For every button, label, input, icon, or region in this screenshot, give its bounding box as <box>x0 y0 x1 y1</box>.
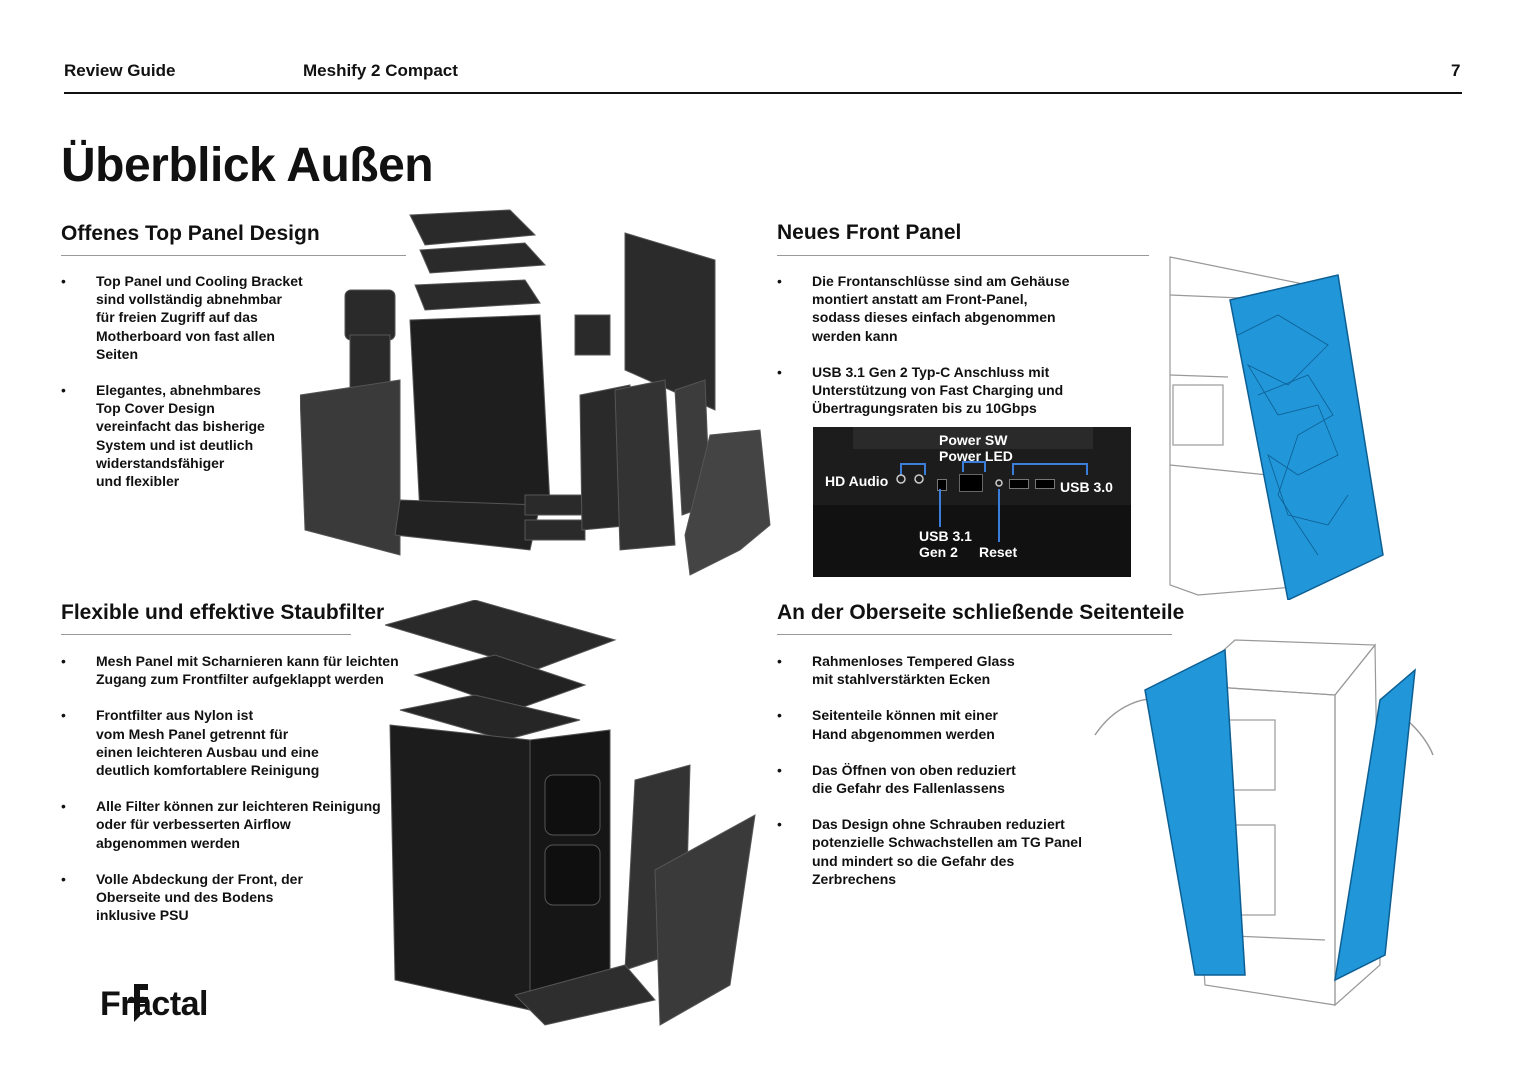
bullet-item: Elegantes, abnehmbares Top Cover Design … <box>61 381 361 490</box>
bullet-list-side-panels: Rahmenloses Tempered Glass mit stahlvers… <box>777 652 1107 906</box>
bullet-list-top-panel: Top Panel und Cooling Bracket sind volls… <box>61 272 361 508</box>
label-usb31: USB 3.1 Gen 2 <box>919 528 972 560</box>
fractal-logo-icon <box>127 984 148 1022</box>
port-callout-lines <box>896 461 1088 542</box>
section-heading-top-panel: Offenes Top Panel Design <box>61 222 320 245</box>
front-panel-illustration <box>1169 256 1384 600</box>
header-product: Meshify 2 Compact <box>303 61 458 80</box>
bullet-item: Frontfilter aus Nylon ist vom Mesh Panel… <box>61 706 406 779</box>
bullet-item: Top Panel und Cooling Bracket sind volls… <box>61 272 361 363</box>
bullet-list-dust-filters: Mesh Panel mit Scharnieren kann für leic… <box>61 652 406 942</box>
section-heading-side-panels: An der Oberseite schließende Seitenteile <box>777 601 1185 624</box>
label-hd-audio: HD Audio <box>825 473 889 489</box>
brand-logo-text: Fractal <box>100 985 209 1023</box>
bullet-list-front-panel: Die Frontanschlüsse sind am Gehäuse mont… <box>777 272 1107 435</box>
section-heading-dust-filters: Flexible und effektive Staubfilter <box>61 601 385 624</box>
section-underline <box>61 634 351 635</box>
dust-filter-case-illustration <box>385 600 756 1026</box>
label-reset: Reset <box>979 544 1018 560</box>
header-rule <box>64 92 1462 94</box>
bullet-item: Das Öffnen von oben reduziert die Gefahr… <box>777 761 1107 797</box>
section-underline <box>61 255 406 256</box>
exploded-case-illustration <box>300 209 771 576</box>
side-panels-illustration <box>1094 639 1434 1007</box>
header-doc-type: Review Guide <box>64 61 176 80</box>
bullet-item: Volle Abdeckung der Front, der Oberseite… <box>61 870 406 925</box>
bullet-item: Mesh Panel mit Scharnieren kann für leic… <box>61 652 406 688</box>
section-heading-front-panel: Neues Front Panel <box>777 221 962 244</box>
bullet-item: Alle Filter können zur leichteren Reinig… <box>61 797 406 852</box>
bullet-item: Seitenteile können mit einer Hand abgeno… <box>777 706 1107 742</box>
label-usb30: USB 3.0 <box>1060 479 1113 495</box>
bullet-item: Das Design ohne Schrauben reduziert pote… <box>777 815 1107 888</box>
section-underline <box>777 634 1172 635</box>
bullet-item: Rahmenloses Tempered Glass mit stahlvers… <box>777 652 1107 688</box>
front-io-photo <box>813 427 1131 577</box>
page-number: 7 <box>1451 61 1461 80</box>
page-title: Überblick Außen <box>61 139 434 192</box>
label-power: Power SW Power LED <box>939 432 1013 464</box>
section-underline <box>777 255 1149 256</box>
bullet-item: USB 3.1 Gen 2 Typ-C Anschluss mit Unters… <box>777 363 1107 418</box>
bullet-item: Die Frontanschlüsse sind am Gehäuse mont… <box>777 272 1107 345</box>
